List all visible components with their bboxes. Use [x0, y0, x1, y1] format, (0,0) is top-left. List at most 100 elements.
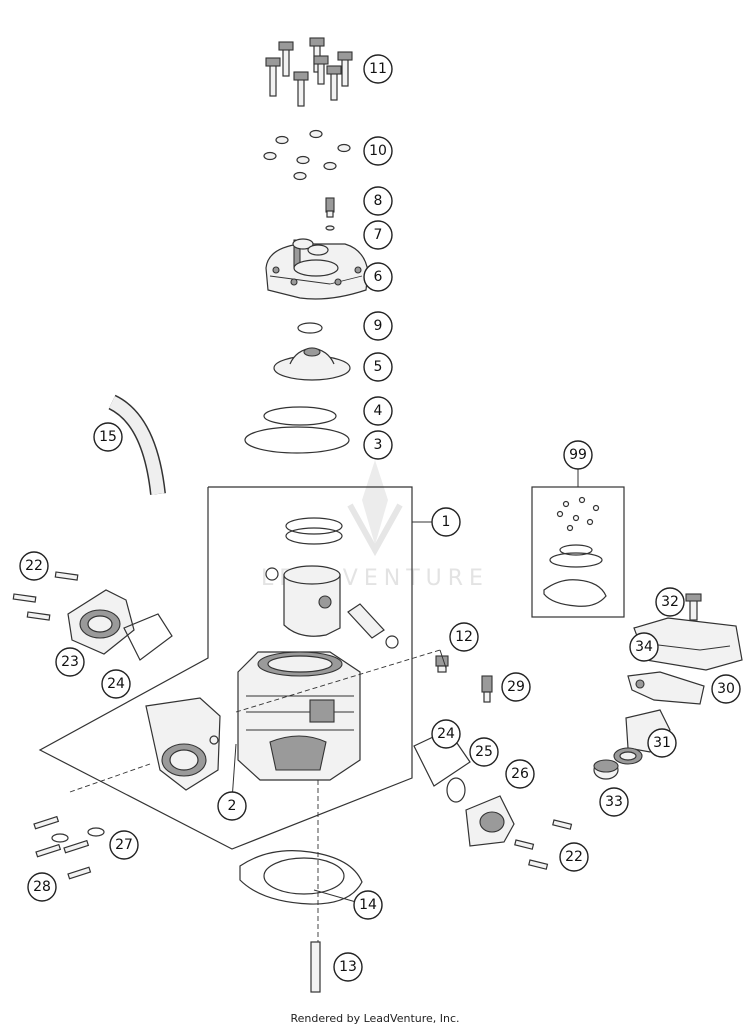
svg-text:9: 9 [374, 318, 383, 334]
callout-10: 10 [363, 136, 393, 166]
callout-32: 32 [655, 587, 685, 617]
exhaust-bolts-left [12, 571, 79, 621]
callout-11: 11 [363, 54, 393, 84]
callout-23: 23 [55, 647, 85, 677]
exhaust-cover-26 [465, 795, 515, 847]
svg-text:24: 24 [107, 676, 125, 692]
o-ring-4 [263, 406, 337, 426]
o-ring-25 [446, 777, 466, 803]
callout-12: 12 [449, 622, 479, 652]
bolt-32 [685, 593, 702, 621]
callout-28: 28 [27, 872, 57, 902]
callout-13: 13 [333, 952, 363, 982]
cylinder-stud [310, 941, 321, 993]
svg-text:29: 29 [507, 679, 525, 695]
svg-text:4: 4 [374, 403, 383, 419]
o-ring-3 [244, 426, 350, 454]
svg-text:6: 6 [374, 269, 383, 285]
svg-text:13: 13 [339, 959, 357, 975]
callout-14: 14 [353, 890, 383, 920]
leader-lines [231, 743, 357, 903]
svg-text:5: 5 [374, 359, 383, 375]
callout-8: 8 [363, 186, 393, 216]
svg-text:12: 12 [455, 629, 473, 645]
callout-33: 33 [599, 787, 629, 817]
base-gasket [239, 850, 363, 905]
svg-text:30: 30 [717, 681, 735, 697]
callout-6: 6 [363, 262, 393, 292]
svg-text:1: 1 [442, 514, 451, 530]
callout-7: 7 [363, 220, 393, 250]
intake-flange [145, 697, 221, 791]
callout-24-left: 24 [101, 669, 131, 699]
head-washers [263, 129, 351, 181]
callout-9: 9 [363, 311, 393, 341]
svg-text:34: 34 [635, 639, 653, 655]
svg-text:26: 26 [511, 766, 529, 782]
callout-30: 30 [711, 674, 741, 704]
callout-31: 31 [647, 728, 677, 758]
piston-clip-right [385, 635, 399, 649]
flange-gasket-left [123, 613, 173, 661]
svg-text:14: 14 [359, 897, 377, 913]
callout-24-right: 24 [431, 719, 461, 749]
callout-29: 29 [501, 672, 531, 702]
svg-text:99: 99 [569, 447, 587, 463]
svg-text:11: 11 [369, 61, 387, 77]
footer-credit: Rendered by LeadVenture, Inc. [290, 1012, 460, 1025]
callout-25: 25 [469, 737, 499, 767]
svg-text:31: 31 [653, 735, 671, 751]
exhaust-bolts-right [514, 819, 573, 870]
cylinder-head [265, 238, 369, 300]
callout-27: 27 [109, 830, 139, 860]
cap-33 [593, 759, 619, 780]
drain-bolt-12 [435, 655, 449, 673]
callout-34: 34 [629, 632, 659, 662]
piston-ring-lower [285, 527, 343, 545]
svg-text:2: 2 [228, 798, 237, 814]
svg-text:7: 7 [374, 227, 383, 243]
actuator-30 [627, 671, 705, 705]
piston-pin [347, 603, 385, 639]
svg-text:33: 33 [605, 794, 623, 810]
intake-bolts [33, 815, 105, 880]
coolant-hose [108, 394, 166, 495]
cylinder-kit-frame [38, 486, 432, 850]
svg-text:3: 3 [374, 437, 383, 453]
svg-text:25: 25 [475, 744, 493, 760]
cylinder-axis-line [235, 649, 441, 713]
head-insert [273, 347, 351, 381]
svg-text:15: 15 [99, 429, 117, 445]
callout-1: 1 [431, 507, 461, 537]
plug-and-washer [325, 197, 335, 231]
callout-5: 5 [363, 352, 393, 382]
callout-26: 26 [505, 759, 535, 789]
cylinder [237, 651, 361, 781]
callout-22-right: 22 [559, 842, 589, 872]
callout-4: 4 [363, 396, 393, 426]
svg-text:22: 22 [25, 558, 43, 574]
sensor-29 [481, 675, 493, 703]
svg-text:22: 22 [565, 849, 583, 865]
svg-text:28: 28 [33, 879, 51, 895]
svg-text:27: 27 [115, 837, 133, 853]
callout-15: 15 [93, 422, 123, 452]
head-o-ring [297, 322, 323, 334]
callout-2: 2 [217, 791, 247, 821]
svg-text:10: 10 [369, 143, 387, 159]
piston-ring-upper [285, 517, 343, 535]
intake-bolt-axis [69, 763, 151, 793]
callout-99: 99 [563, 440, 593, 470]
gasket-kit-frame [531, 468, 625, 618]
svg-text:8: 8 [374, 193, 383, 209]
head-bolts [265, 37, 353, 107]
callout-3: 3 [363, 430, 393, 460]
svg-text:23: 23 [61, 654, 79, 670]
svg-text:32: 32 [661, 594, 679, 610]
callout-22-left: 22 [19, 551, 49, 581]
svg-text:24: 24 [437, 726, 455, 742]
exhaust-flange-left [67, 589, 135, 655]
piston [283, 565, 341, 637]
piston-clip-left [265, 567, 279, 581]
